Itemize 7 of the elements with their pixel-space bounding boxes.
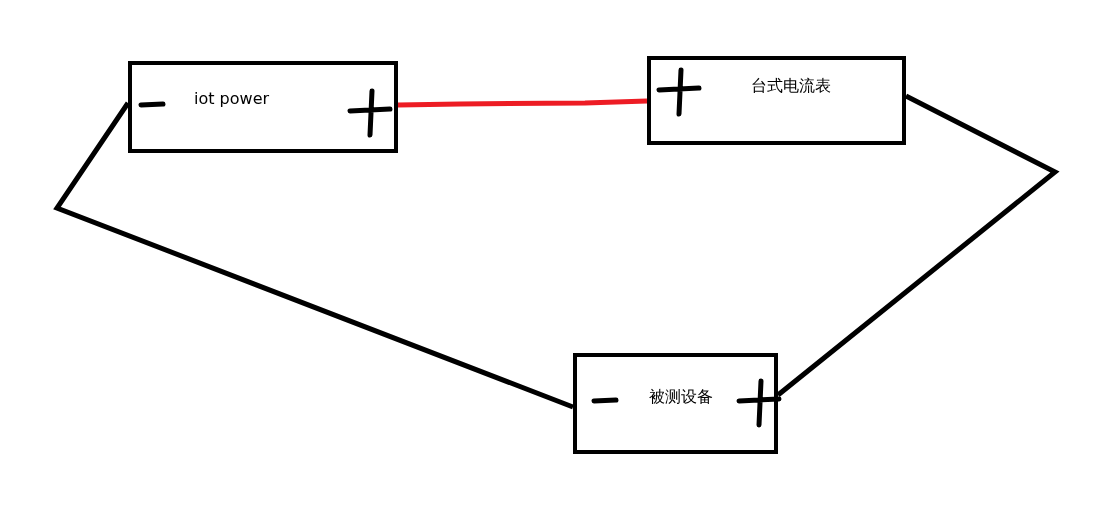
component-label: 被测设备 bbox=[649, 387, 713, 408]
component-label: iot power bbox=[194, 89, 270, 108]
component-box bbox=[647, 56, 906, 145]
component-box bbox=[128, 61, 398, 153]
component-label: 台式电流表 bbox=[751, 76, 831, 97]
wire bbox=[397, 98, 648, 108]
wire bbox=[53, 101, 574, 410]
